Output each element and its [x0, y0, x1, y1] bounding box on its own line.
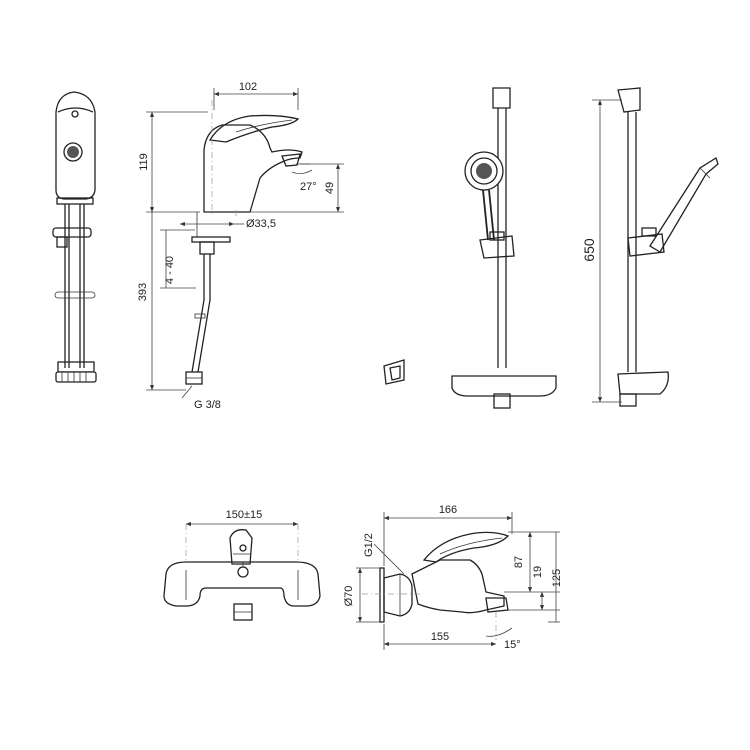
bath-angle-label: 15° — [504, 639, 521, 651]
basin-mixer-side-view: 102 119 4 - 40 393 G 3/8 Ø33,5 49 27° — [137, 81, 344, 411]
basin-angle-label: 27° — [300, 181, 317, 193]
basin-diameter-label: Ø33,5 — [246, 218, 276, 230]
shower-set-front-view — [451, 87, 557, 409]
basin-thickness-label: 4 - 40 — [164, 256, 176, 284]
basin-width-label: 102 — [239, 81, 257, 93]
bath-thread-label: G1/2 — [363, 533, 375, 557]
bath-rosette-label: Ø70 — [343, 586, 355, 607]
wall-connector-icon — [383, 359, 405, 385]
bath-mixer-front-view: 150±15 — [163, 509, 321, 621]
bath-87-label: 87 — [513, 556, 525, 568]
rail-length-label: 650 — [581, 238, 597, 262]
bath-125-label: 125 — [551, 569, 563, 587]
bath-mixer-side-view: 166 G1/2 Ø70 87 19 125 155 15° — [343, 504, 563, 651]
basin-hose-label: 393 — [137, 283, 149, 301]
aerator-icon — [63, 142, 83, 162]
basin-spout-label: 49 — [324, 182, 336, 194]
shower-set-side-view: 650 — [581, 87, 719, 407]
bath-centers-label: 150±15 — [226, 509, 263, 521]
shower-head-icon — [464, 151, 504, 191]
bath-spout-label: 155 — [431, 631, 449, 643]
bath-19-label: 19 — [532, 566, 544, 578]
basin-thread-label: G 3/8 — [194, 399, 221, 411]
bath-width-label: 166 — [439, 504, 457, 516]
basin-mixer-front-view — [52, 91, 97, 383]
basin-height-label: 119 — [138, 153, 150, 171]
